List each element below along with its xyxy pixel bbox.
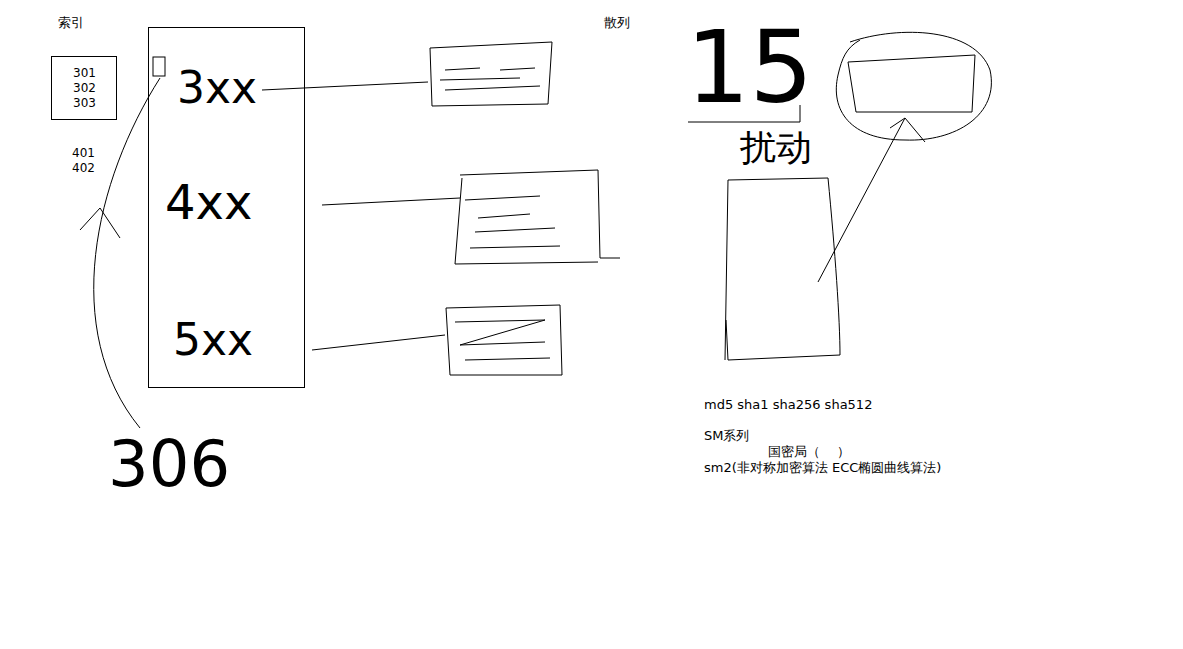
algorithm-note: sm2(非对称加密算法 ECC椭圆曲线算法) bbox=[704, 461, 941, 476]
section-title: 索引 bbox=[58, 16, 84, 31]
index-number: 401 bbox=[72, 147, 95, 161]
algorithm-list: md5 sha1 sha256 sha512 bbox=[704, 398, 872, 413]
arrow-line bbox=[818, 118, 905, 282]
arrow-head bbox=[890, 118, 925, 142]
pointer-curve bbox=[94, 78, 160, 428]
index-number: 303 bbox=[73, 97, 96, 111]
bucket-box bbox=[430, 42, 552, 106]
section-title: 散列 bbox=[604, 16, 630, 31]
note-text: 国密局（ ） bbox=[768, 445, 850, 460]
link-line bbox=[262, 82, 428, 90]
marker-square bbox=[153, 57, 165, 76]
container-shape bbox=[725, 178, 840, 360]
index-number: 302 bbox=[73, 82, 96, 96]
circle-shape bbox=[836, 32, 991, 140]
handwritten-range: 3xx bbox=[177, 66, 257, 110]
index-box: 301302303 bbox=[51, 56, 117, 120]
link-line bbox=[322, 198, 460, 205]
handwritten-number: 306 bbox=[108, 432, 230, 496]
handwritten-range: 4xx bbox=[165, 178, 252, 226]
bucket-box bbox=[446, 305, 562, 375]
index-number: 301 bbox=[73, 67, 96, 81]
bucket-box bbox=[455, 170, 620, 264]
index-number: 402 bbox=[72, 162, 95, 176]
handwritten-range: 5xx bbox=[173, 318, 253, 362]
algorithm-family: SM系列 bbox=[704, 429, 749, 444]
status-table: 3xx 4xx 5xx bbox=[148, 27, 305, 388]
scribble bbox=[455, 320, 550, 360]
pointer-chevron bbox=[80, 208, 120, 238]
inner-rect bbox=[848, 55, 975, 112]
handwritten-note: 扰动 bbox=[740, 130, 812, 166]
handwritten-number: 15 bbox=[686, 18, 813, 118]
scribble bbox=[465, 196, 560, 248]
link-line bbox=[312, 335, 445, 350]
scribble bbox=[440, 68, 540, 90]
